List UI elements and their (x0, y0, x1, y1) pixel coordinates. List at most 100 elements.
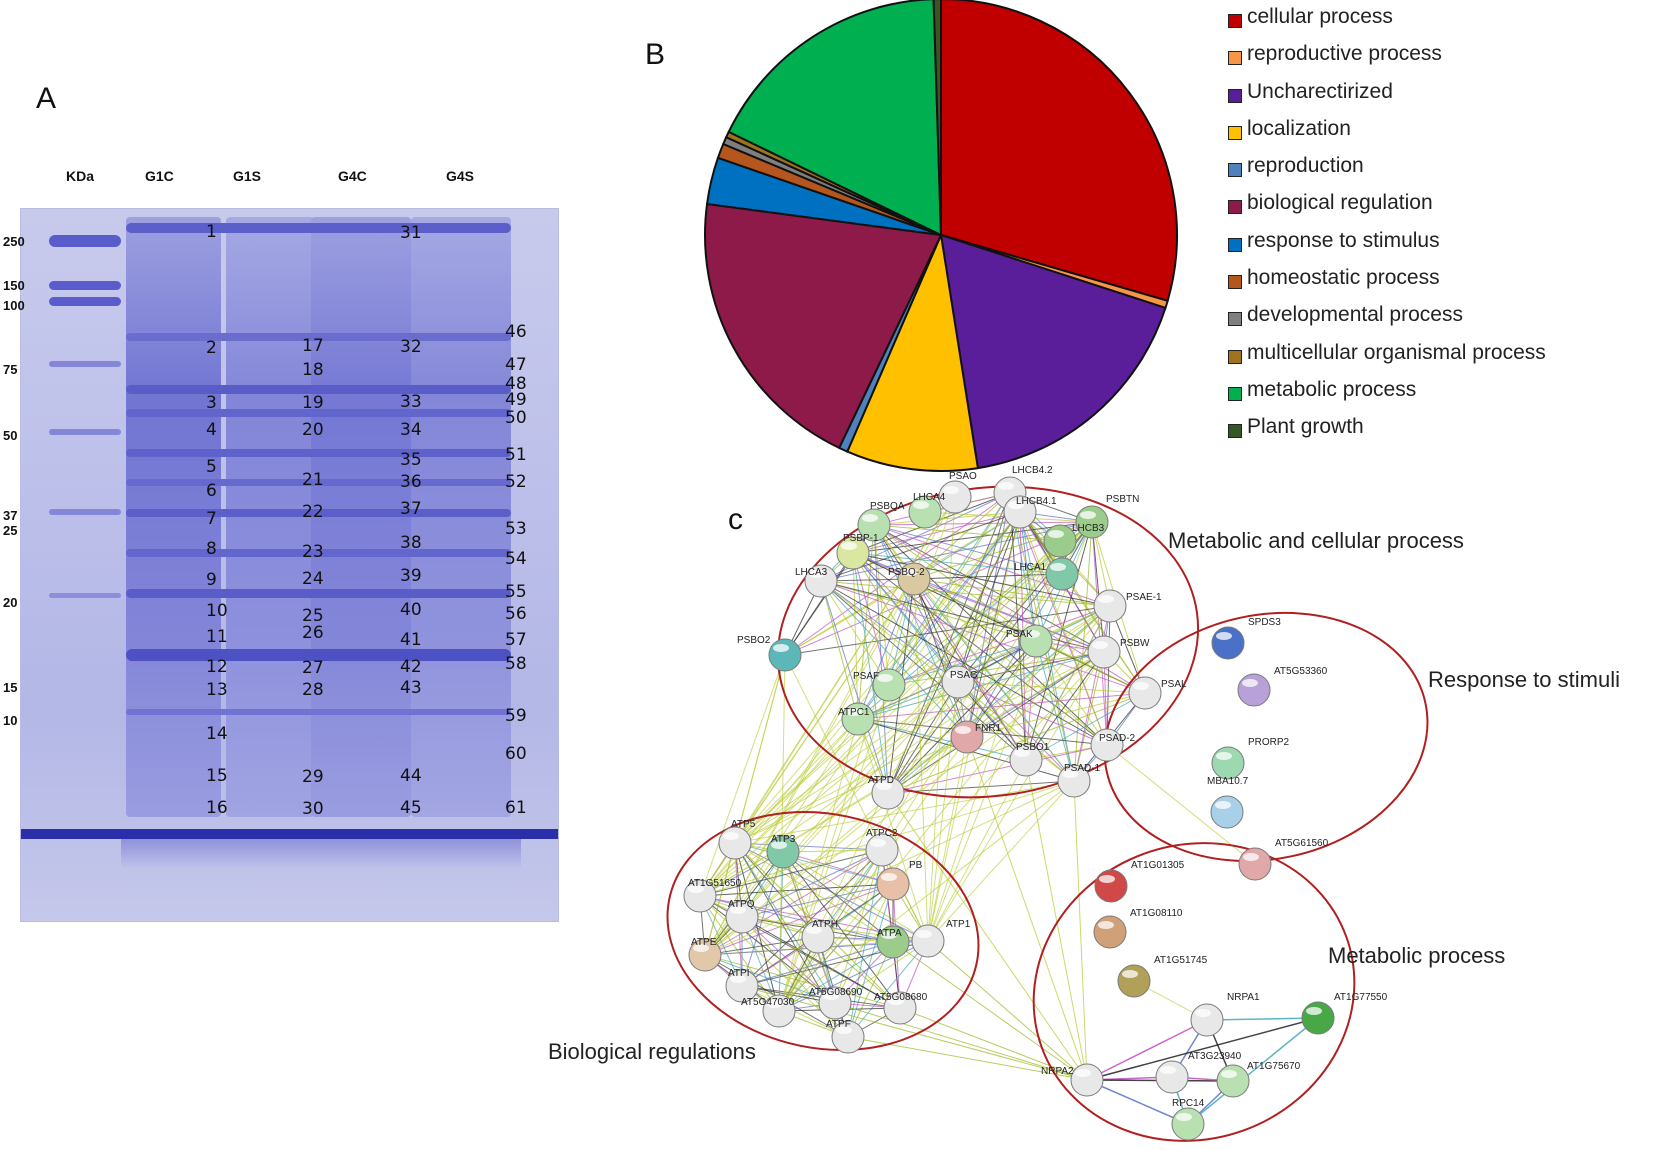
network-edge (957, 651, 1105, 683)
network-edge (704, 883, 894, 956)
network-node (1094, 869, 1128, 903)
band-number: 25 (302, 606, 324, 626)
node-highlight (888, 997, 904, 1005)
band-number: 3 (206, 393, 217, 413)
node-highlight (767, 1000, 783, 1008)
node-highlight (1133, 682, 1149, 690)
cluster-label-metabolic-cellular: Metabolic and cellular process (1168, 528, 1464, 553)
legend-entry: response to stimulus (1223, 228, 1643, 265)
network-edge (704, 651, 1105, 956)
network-node (876, 867, 910, 901)
band-number: 38 (400, 533, 422, 553)
marker-band (49, 297, 121, 306)
network-edge (873, 524, 1063, 575)
network-edge (847, 883, 894, 1038)
band-number: 44 (400, 766, 422, 786)
network-edge (1073, 521, 1093, 782)
network-edge (873, 521, 1093, 526)
network-edge (852, 552, 889, 794)
network-edge (778, 605, 1111, 1012)
band-number: 54 (505, 549, 527, 569)
network-edge (887, 692, 1146, 794)
marker-band (49, 593, 121, 598)
network-edge (892, 941, 1088, 1081)
network-edge (778, 780, 1075, 1012)
node-label: ATPQ (728, 899, 755, 910)
band-number: 57 (505, 630, 527, 650)
node-highlight (1221, 1070, 1237, 1078)
protein-band (126, 223, 511, 233)
node-label: LHCB3 (1072, 523, 1105, 534)
network-node (1211, 746, 1245, 780)
node-highlight (1215, 801, 1231, 809)
network-edge (1025, 692, 1146, 761)
network-edge (1106, 744, 1256, 865)
legend-label: reproductive process (1247, 42, 1442, 66)
sds-page-gel (20, 208, 559, 922)
lane-header-g1c: G1C (145, 168, 174, 184)
network-edge (873, 524, 1111, 607)
network-node (1211, 626, 1245, 660)
node-label: ATPD (868, 775, 894, 786)
network-edge (778, 736, 968, 1012)
legend-label: cellular process (1247, 5, 1393, 28)
network-node (1237, 673, 1271, 707)
node-highlight (881, 873, 897, 881)
mw-marker: 75 (3, 362, 18, 377)
mw-marker: 15 (3, 680, 18, 695)
node-label: AT1G77550 (1334, 992, 1388, 1003)
band-number: 7 (206, 509, 217, 529)
lane-header-g1s: G1S (233, 168, 262, 184)
node-label: MBA10.7 (1207, 776, 1249, 787)
network-node (1045, 557, 1079, 591)
network-edge (927, 521, 1093, 942)
band-number: 34 (400, 420, 422, 440)
protein-band (126, 449, 511, 457)
node-highlight (823, 992, 839, 1000)
node-label: ATPC1 (838, 707, 870, 718)
network-edge (1025, 640, 1037, 761)
marker-band (49, 281, 121, 290)
dye-smear (121, 839, 521, 869)
panel-letter-b: B (645, 38, 666, 71)
band-number: 24 (302, 569, 324, 589)
network-edge (927, 940, 1088, 1081)
band-number: 52 (505, 472, 527, 492)
network-node (1171, 1107, 1205, 1141)
network-edge (1086, 1079, 1189, 1125)
band-number: 30 (302, 799, 324, 819)
node-highlight (1062, 770, 1078, 778)
node-highlight (1160, 1066, 1176, 1074)
legend-swatch (1228, 163, 1242, 178)
legend-entry: localization (1223, 116, 1643, 153)
node-highlight (1050, 563, 1066, 571)
network-edge (1073, 780, 1088, 1081)
network-node (1155, 1060, 1189, 1094)
legend-label: reproduction (1247, 154, 1364, 178)
node-label: ATP3 (771, 834, 796, 845)
network-edge (699, 895, 894, 943)
network-edge (704, 654, 786, 956)
node-label: ATPA (877, 928, 902, 939)
network-edge (699, 681, 959, 897)
node-highlight (1243, 853, 1259, 861)
marker-band (49, 361, 121, 367)
node-label: ATP5 (731, 819, 756, 830)
node-label: LHCA4 (913, 492, 946, 503)
band-number: 45 (400, 798, 422, 818)
band-number: 22 (302, 502, 324, 522)
legend-label: homeostatic process (1247, 266, 1440, 290)
node-label: AT1G51650 (688, 878, 742, 889)
node-label: PSAF (853, 671, 879, 682)
band-number: 60 (505, 744, 527, 764)
network-node (911, 924, 945, 958)
network-edge (820, 511, 1021, 582)
network-edge (699, 895, 819, 938)
network-edge (704, 936, 819, 956)
band-number: 51 (505, 445, 527, 465)
node-highlight (943, 486, 959, 494)
network-edge (741, 916, 836, 1004)
node-label: LHCB4.2 (1012, 465, 1053, 476)
band-number: 21 (302, 470, 324, 490)
node-highlight (771, 841, 787, 849)
